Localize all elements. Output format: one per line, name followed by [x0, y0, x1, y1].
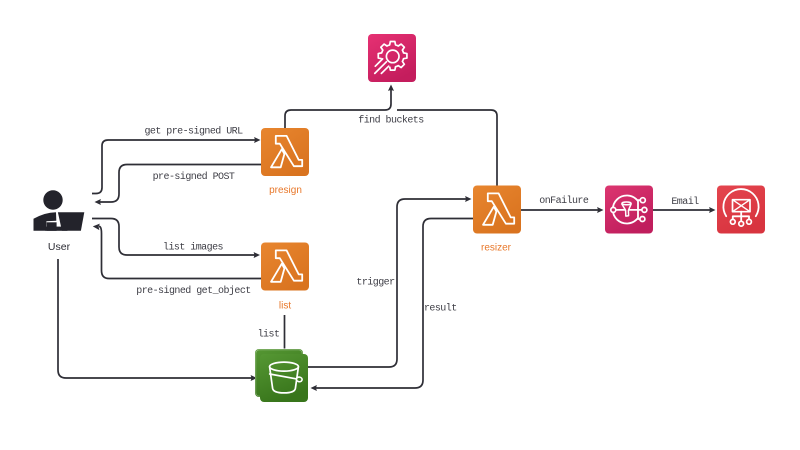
svg-text:get pre-signed URL: get pre-signed URL [144, 125, 243, 137]
svg-text:presign: presign [269, 185, 302, 196]
svg-text:find buckets: find buckets [358, 115, 424, 127]
svg-text:User: User [48, 241, 71, 253]
svg-text:Email: Email [671, 196, 699, 208]
svg-text:trigger: trigger [356, 277, 395, 289]
svg-text:resizer: resizer [481, 242, 512, 253]
svg-text:onFailure: onFailure [539, 195, 589, 207]
svg-text:pre-signed get_object: pre-signed get_object [136, 285, 250, 297]
svg-text:result: result [424, 302, 457, 314]
svg-text:list: list [279, 301, 291, 312]
svg-text:pre-signed POST: pre-signed POST [153, 171, 235, 183]
svg-text:list images: list images [163, 241, 224, 253]
svg-text:list: list [258, 328, 280, 340]
